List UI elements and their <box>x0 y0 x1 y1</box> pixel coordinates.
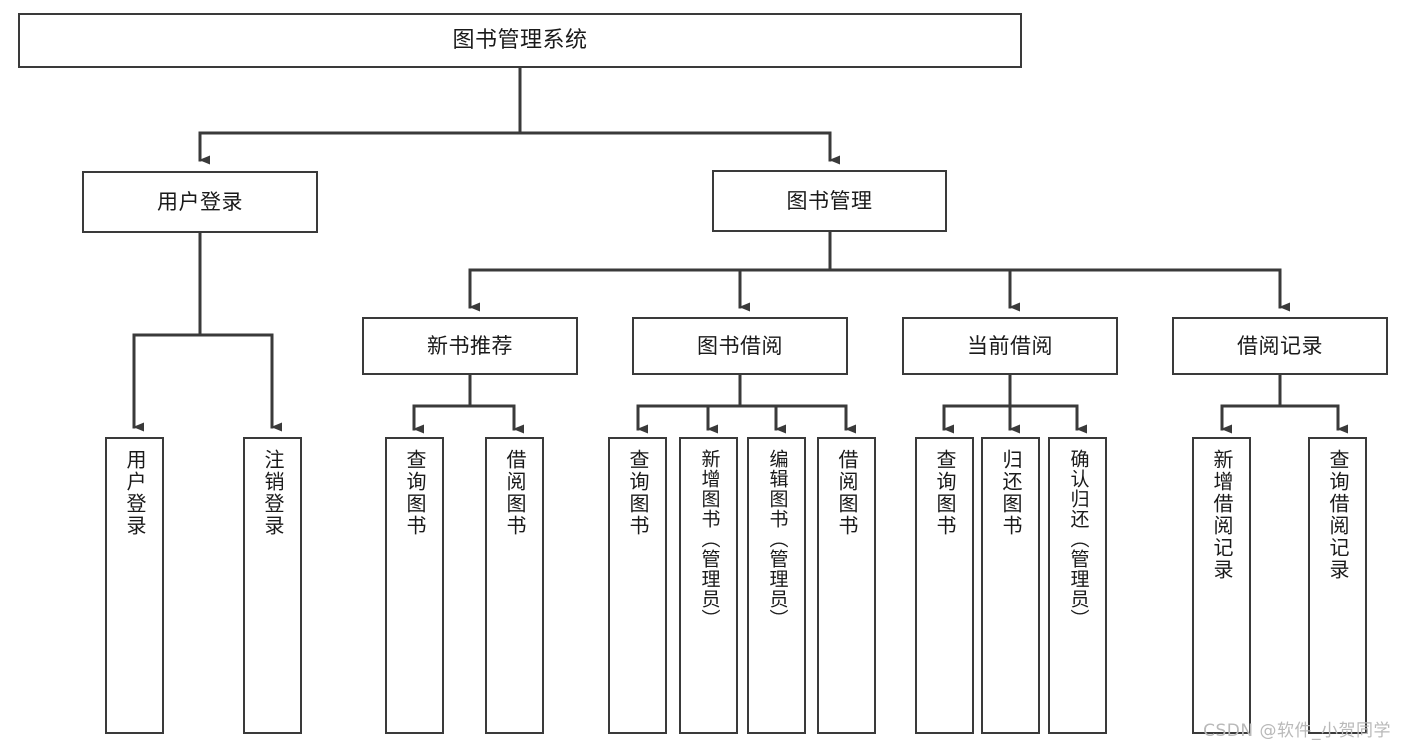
node-label: 查询图书 <box>933 449 957 537</box>
node-label: 查询借阅记录 <box>1326 449 1350 581</box>
node-label: 新增借阅记录 <box>1210 449 1234 581</box>
node-leaf-edit-book-admin[interactable]: 编辑图书（管理员） <box>747 437 806 734</box>
node-book-management[interactable]: 图书管理 <box>712 170 947 232</box>
node-book-borrow[interactable]: 图书借阅 <box>632 317 848 375</box>
node-leaf-add-book-admin[interactable]: 新增图书（管理员） <box>679 437 738 734</box>
node-label: 借阅图书 <box>835 449 859 537</box>
node-leaf-logout[interactable]: 注销登录 <box>243 437 302 734</box>
node-label: 编辑图书（管理员） <box>766 449 789 629</box>
node-label: 用户登录 <box>123 449 147 537</box>
node-label: 当前借阅 <box>967 333 1053 358</box>
node-leaf-query-book-borrow[interactable]: 查询图书 <box>608 437 667 734</box>
node-label: 注销登录 <box>261 449 285 537</box>
node-leaf-confirm-return-admin[interactable]: 确认归还（管理员） <box>1048 437 1107 734</box>
node-label: 用户登录 <box>157 189 243 214</box>
node-borrow-record[interactable]: 借阅记录 <box>1172 317 1388 375</box>
node-label: 图书借阅 <box>697 333 783 358</box>
watermark-text: CSDN @软件_小贺同学 <box>1203 721 1391 741</box>
node-leaf-query-borrow-record[interactable]: 查询借阅记录 <box>1308 437 1367 734</box>
node-label: 查询图书 <box>403 449 427 537</box>
node-leaf-query-book-current[interactable]: 查询图书 <box>915 437 974 734</box>
node-label: 图书管理系统 <box>452 27 588 53</box>
node-label: 借阅记录 <box>1237 333 1323 358</box>
node-label: 借阅图书 <box>503 449 527 537</box>
node-leaf-add-borrow-record[interactable]: 新增借阅记录 <box>1192 437 1251 734</box>
node-new-book-recommend[interactable]: 新书推荐 <box>362 317 578 375</box>
node-label: 查询图书 <box>626 449 650 537</box>
node-current-borrow[interactable]: 当前借阅 <box>902 317 1118 375</box>
node-label: 确认归还（管理员） <box>1067 449 1090 629</box>
node-user-login[interactable]: 用户登录 <box>82 171 318 233</box>
node-leaf-query-book-recommend[interactable]: 查询图书 <box>385 437 444 734</box>
node-label: 新书推荐 <box>427 333 513 358</box>
node-leaf-return-book[interactable]: 归还图书 <box>981 437 1040 734</box>
node-label: 归还图书 <box>999 449 1023 537</box>
node-label: 图书管理 <box>786 188 873 213</box>
node-leaf-borrow-book-recommend[interactable]: 借阅图书 <box>485 437 544 734</box>
node-leaf-user-login[interactable]: 用户登录 <box>105 437 164 734</box>
node-label: 新增图书（管理员） <box>698 449 721 629</box>
node-leaf-borrow-book[interactable]: 借阅图书 <box>817 437 876 734</box>
node-root-book-management-system[interactable]: 图书管理系统 <box>18 13 1022 68</box>
